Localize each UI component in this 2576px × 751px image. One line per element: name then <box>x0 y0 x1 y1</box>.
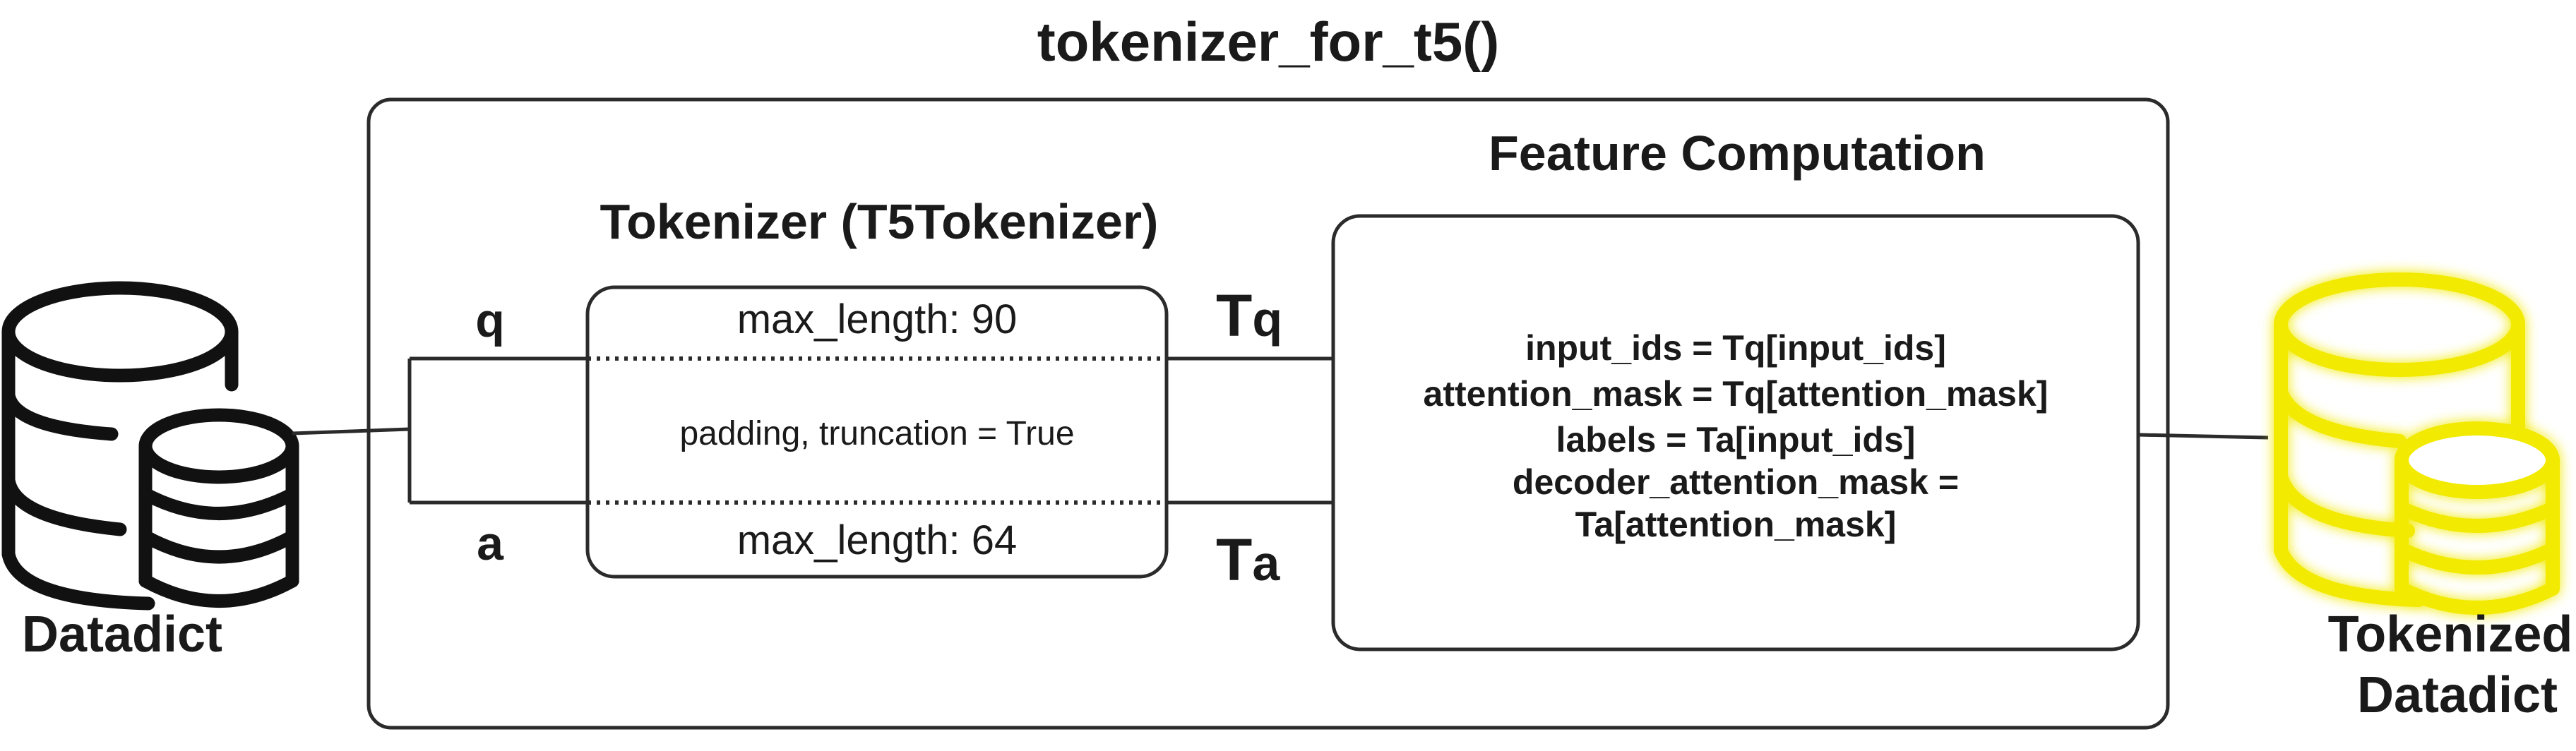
max-length-q: max_length: 90 <box>737 296 1018 342</box>
input-a-label: a <box>477 517 504 570</box>
feature-line-input-ids: input_ids = Tq[input_ids] <box>1525 328 1946 368</box>
tokenized-question-main: T <box>1216 282 1252 349</box>
target-datadict-line-2: Datadict <box>2357 667 2558 723</box>
source-datadict-label: Datadict <box>22 606 222 663</box>
feature-line-labels: labels = Ta[input_ids] <box>1556 420 1916 459</box>
diagram-title: tokenizer_for_t5() <box>1037 11 1499 73</box>
tokenizer-options: padding, truncation = True <box>679 415 1074 452</box>
target-datadict-label: Tokenized Datadict <box>2328 606 2576 723</box>
function-container <box>366 97 2170 730</box>
input-q-label: q <box>475 294 505 347</box>
tokenizer-heading: Tokenizer (T5Tokenizer) <box>600 194 1159 249</box>
tokenizer-output-connector <box>1167 356 1333 505</box>
tokenized-answer-label: Ta <box>1216 527 1280 593</box>
feature-line-decoder-attention-value: Ta[attention_mask] <box>1575 505 1897 544</box>
feature-line-attention-mask: attention_mask = Tq[attention_mask] <box>1424 374 2049 414</box>
feature-line-decoder-attention-mask: decoder_attention_mask = <box>1513 462 1959 502</box>
database-icon <box>1 281 239 611</box>
highlighted-database-icon <box>2274 272 2525 607</box>
max-length-a: max_length: 64 <box>737 517 1018 563</box>
feature-computation-box <box>1331 214 2140 651</box>
tokenized-answer-sub: a <box>1252 536 1280 591</box>
feature-computation-heading: Feature Computation <box>1489 126 1986 181</box>
input-connector <box>292 356 588 505</box>
output-connector <box>2137 433 2269 440</box>
tokenized-question-sub: q <box>1252 292 1282 347</box>
tokenized-answer-main: T <box>1216 527 1252 593</box>
highlighted-small-database-icon <box>2395 421 2560 615</box>
tokenized-question-label: Tq <box>1216 282 1282 349</box>
target-datadict-line-1: Tokenized <box>2328 606 2573 663</box>
small-database-icon <box>138 408 299 608</box>
